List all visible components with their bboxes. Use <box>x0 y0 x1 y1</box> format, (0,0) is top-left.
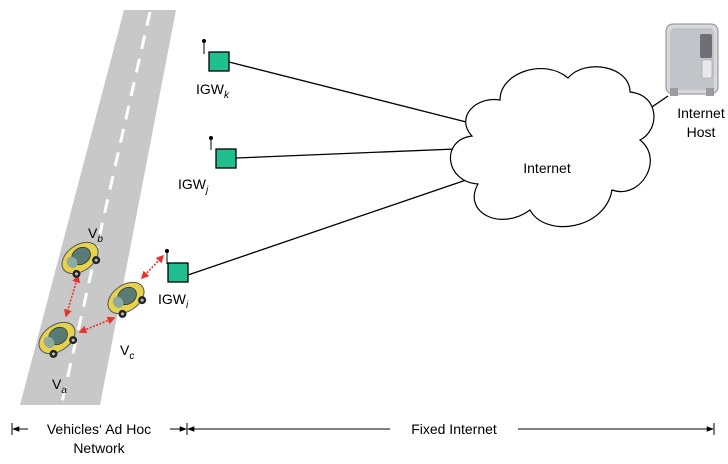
adhoc-network-label-line1: Vehicles‘ Ad Hoc <box>47 421 151 437</box>
vehicle-b-label: V <box>88 225 98 241</box>
vehicle-a-subscript: a <box>61 385 67 396</box>
host-label-line2: Host <box>687 124 716 140</box>
svg-text:Vb: Vb <box>88 225 103 245</box>
vehicle-a-icon <box>38 321 78 358</box>
vehicle-c-label: V <box>120 342 130 358</box>
gateway-j-label: IGW <box>178 176 207 192</box>
cloud-label: Internet <box>523 160 571 176</box>
adhoc-network-label-line2: Network <box>73 440 125 456</box>
svg-text:Vc: Vc <box>120 342 134 362</box>
host-computer-icon <box>665 23 719 96</box>
gateway-k: IGWk <box>196 39 230 101</box>
fixed-internet-label: Fixed Internet <box>411 421 497 437</box>
svg-text:IGWj: IGWj <box>178 176 209 196</box>
gateway-i-label: IGW <box>158 291 187 307</box>
svg-text:Va: Va <box>52 376 67 396</box>
svg-text:IGWi: IGWi <box>158 291 189 311</box>
gateway-k-label: IGW <box>196 81 225 97</box>
svg-text:IGWk: IGWk <box>196 81 230 101</box>
gateway-i: IGWi <box>158 249 189 311</box>
adhoc-links <box>64 254 165 334</box>
vehicle-c-subscript: c <box>129 351 134 362</box>
gateway-k-subscript: k <box>224 90 230 101</box>
vehicle-b-subscript: b <box>97 234 103 245</box>
vehicle-c-icon <box>107 281 147 318</box>
host-label-line1: Internet <box>677 105 725 121</box>
gateway-j-subscript: j <box>204 185 209 196</box>
scale-bar <box>11 423 715 435</box>
gateway-i-subscript: i <box>186 300 189 311</box>
internet-cloud: Internet <box>449 66 655 228</box>
vehicle-a-label: V <box>52 376 62 392</box>
vehicle-b-icon <box>61 241 101 278</box>
gateway-j: IGWj <box>178 136 237 196</box>
road <box>20 10 176 405</box>
